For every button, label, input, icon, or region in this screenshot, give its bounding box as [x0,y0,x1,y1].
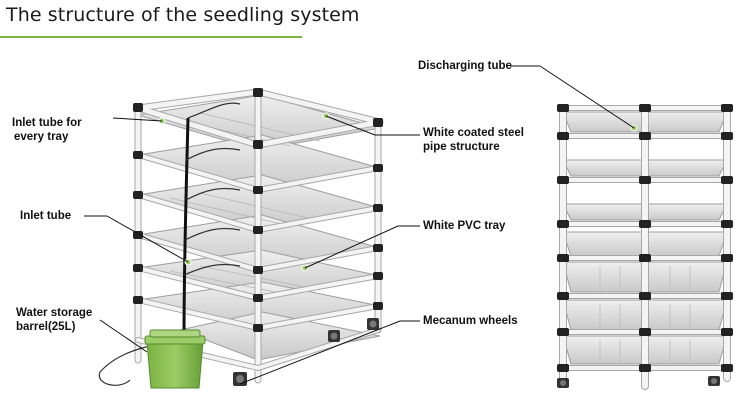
callout-lines [84,65,635,385]
label-water-storage-barrel-line1: Water storage [16,307,93,319]
label-discharging-tube: Discharging tube [418,60,512,72]
label-mecanum-wheels: Mecanum wheels [423,315,518,327]
label-pvc-tray: White PVC tray [423,220,506,232]
label-inlet-tube-every-tray: Inlet tube for every tray [12,116,82,144]
label-steel-pipe-structure: White coated steel pipe structure [423,126,524,154]
water-storage-bucket [144,329,206,389]
label-steel-pipe-structure-line1: White coated steel [423,127,524,139]
page-title: The structure of the seedling system [6,4,360,26]
title-underline [0,36,302,38]
label-inlet-tube: Inlet tube [20,210,72,222]
right-rack [557,104,733,390]
label-steel-pipe-structure-line2: pipe structure [423,141,500,153]
label-water-storage-barrel: Water storage barrel(25L) [16,306,92,334]
left-rack [98,88,384,389]
label-inlet-tube-every-tray-line2: every tray [14,131,69,143]
label-inlet-tube-every-tray-line1: Inlet tube for [12,117,82,129]
label-water-storage-barrel-line2: barrel(25L) [16,321,76,333]
